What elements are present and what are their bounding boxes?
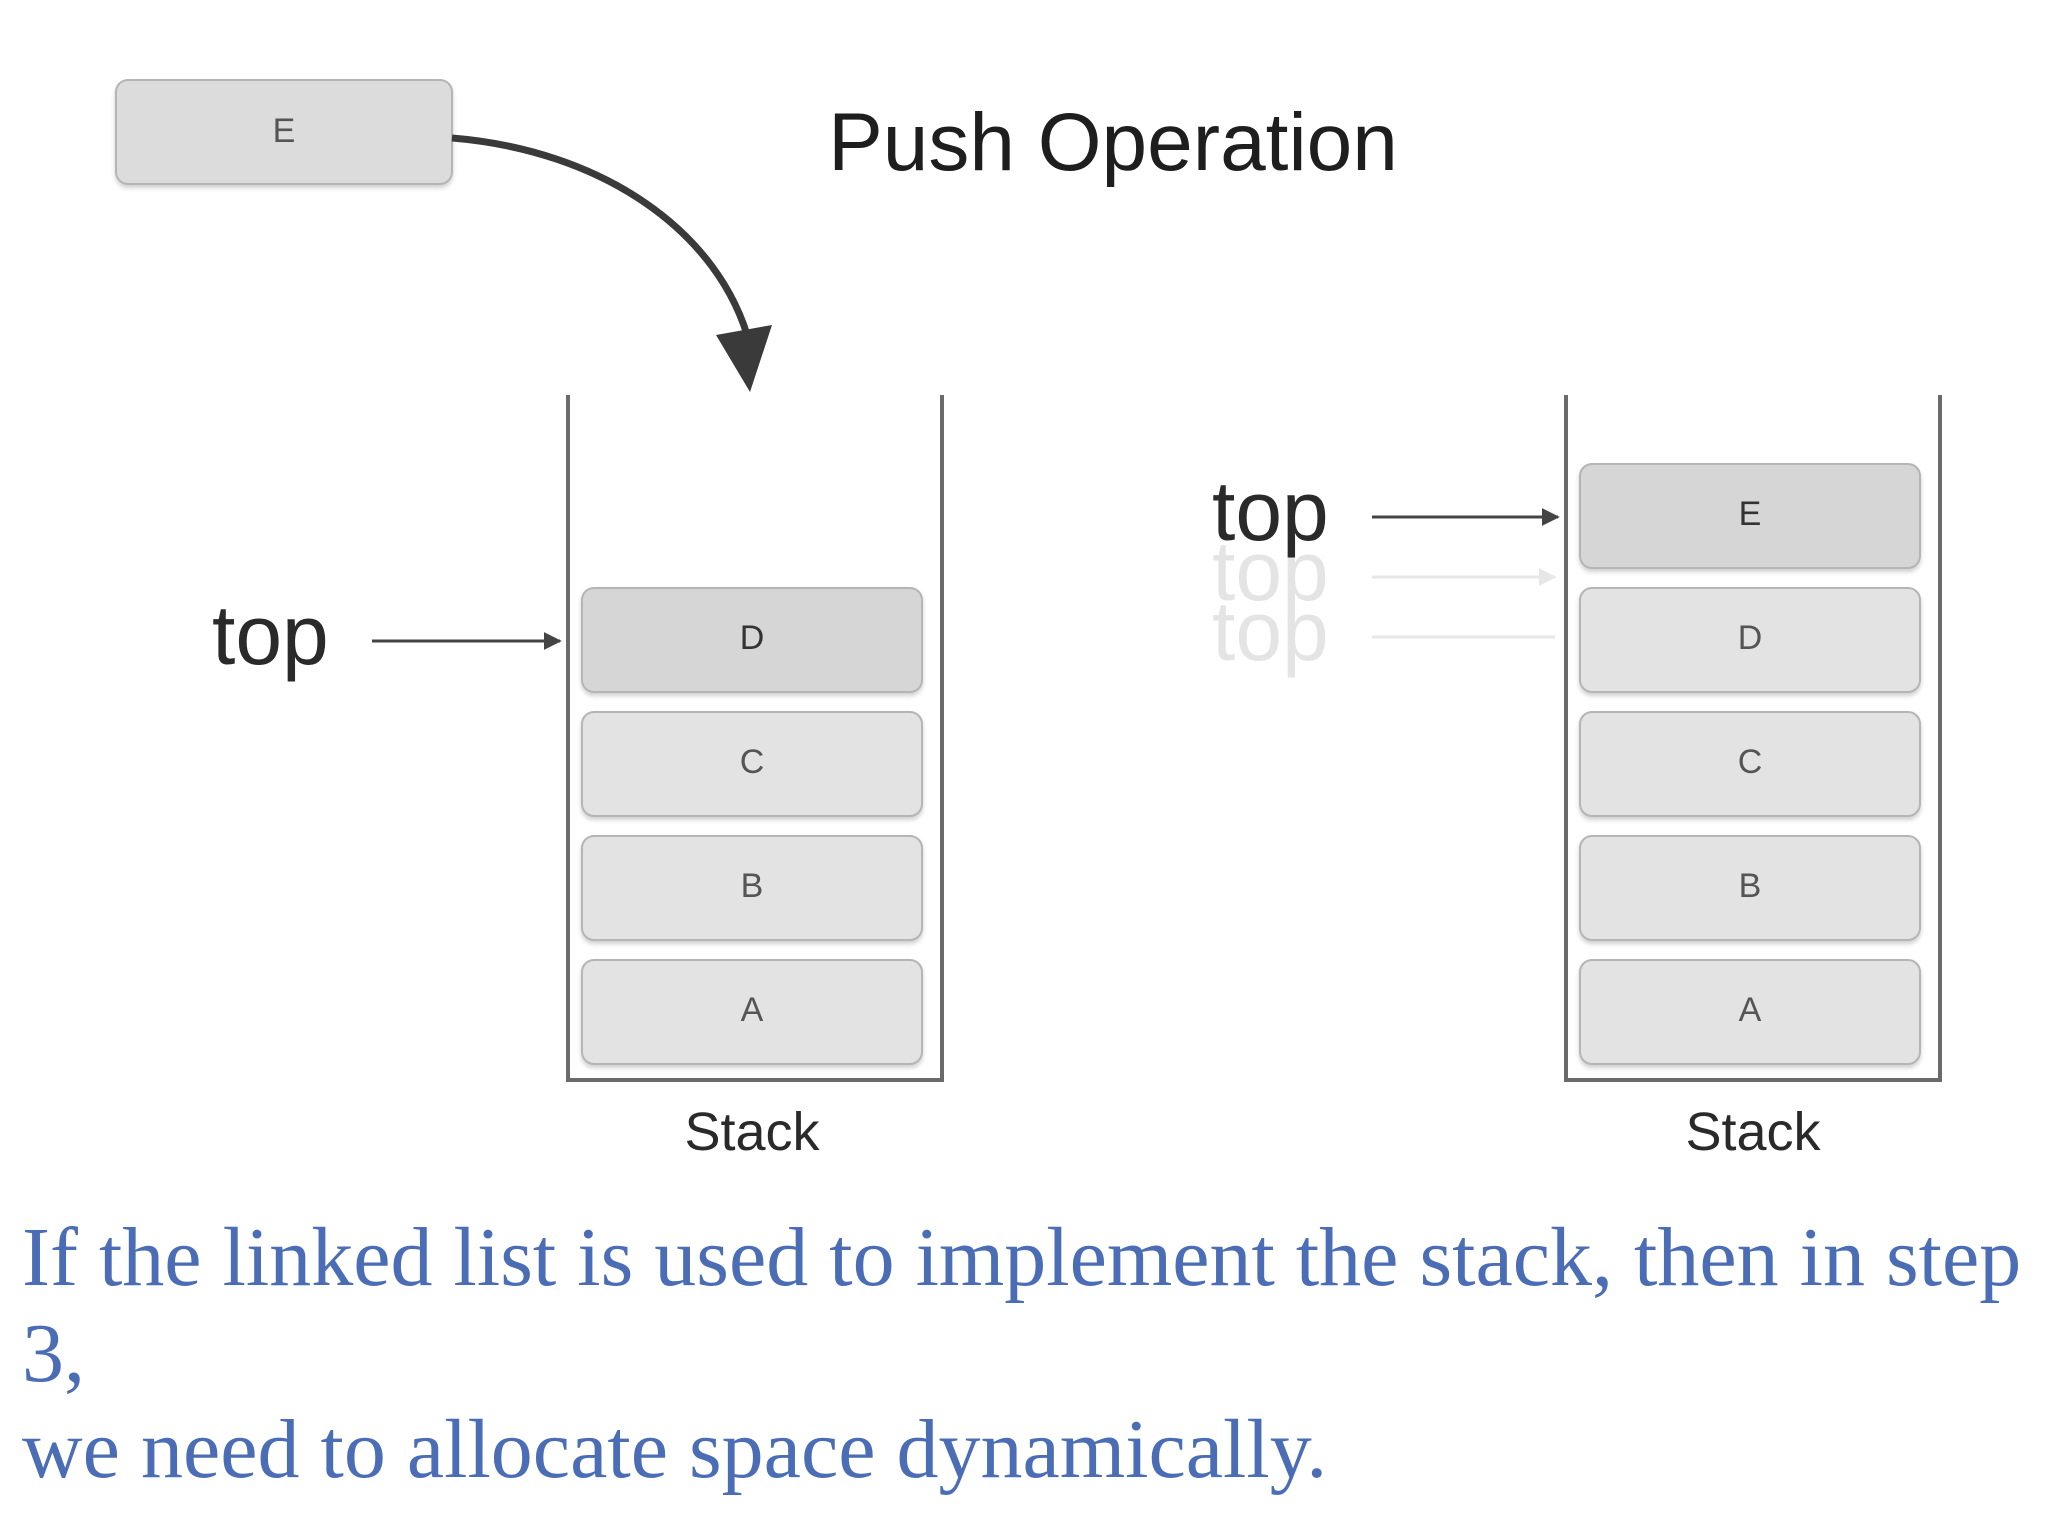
stack-before-cell-label: B — [741, 867, 764, 905]
stack-before-cell-d: D — [581, 587, 923, 693]
stack-after-caption: Stack — [1685, 1102, 1821, 1162]
incoming-element: E — [115, 79, 453, 185]
stack-after-cell-a: A — [1579, 959, 1921, 1065]
caption-line-2: we need to allocate space dynamically. — [22, 1403, 1328, 1496]
top-label-ghost-1: top — [1212, 524, 1329, 618]
stack-after-cell-label: C — [1738, 743, 1763, 781]
incoming-element-label: E — [273, 112, 296, 150]
stack-after: E D C B A Stack — [1564, 395, 1942, 1162]
stack-after-cell-box — [1579, 711, 1921, 817]
stack-before-cell-label: C — [740, 743, 765, 781]
stack-after-container — [1564, 395, 1942, 1082]
stack-after-cell-d: D — [1579, 587, 1921, 693]
stack-after-cell-box — [1579, 835, 1921, 941]
stack-after-cell-label: E — [1739, 495, 1762, 533]
incoming-element-box — [115, 79, 453, 185]
explanation-caption: If the linked list is used to implement … — [22, 1210, 2022, 1498]
top-label-before: top — [212, 588, 329, 682]
stack-before: D C B A Stack — [566, 395, 944, 1162]
stack-before-cell-label: A — [741, 991, 764, 1029]
stack-before-cells: D C B A — [581, 587, 923, 1065]
stack-before-cell-b: B — [581, 835, 923, 941]
stack-after-cell-box — [1579, 959, 1921, 1065]
stack-after-cell-label: A — [1739, 991, 1762, 1029]
stack-after-cell-box — [1579, 587, 1921, 693]
stack-after-cell-label: B — [1739, 867, 1762, 905]
stack-after-cell-e: E — [1579, 463, 1921, 569]
top-pointer-before: top — [212, 588, 562, 682]
stack-after-cell-b: B — [1579, 835, 1921, 941]
stack-before-cell-box — [581, 959, 923, 1065]
stack-before-cell-c: C — [581, 711, 923, 817]
top-label-ghost-2: top — [1212, 584, 1329, 678]
top-pointer-after: top — [1212, 464, 1560, 558]
stack-before-cell-box — [581, 711, 923, 817]
stack-before-cell-a: A — [581, 959, 923, 1065]
push-arrow — [451, 134, 772, 392]
stack-after-cell-label: D — [1738, 619, 1763, 657]
stack-before-caption: Stack — [684, 1102, 820, 1162]
stack-before-cell-label: D — [740, 619, 765, 657]
stack-after-cells: E D C B A — [1579, 463, 1921, 1065]
stack-before-container — [566, 395, 944, 1082]
stack-after-cell-c: C — [1579, 711, 1921, 817]
caption-line-1: If the linked list is used to implement … — [22, 1211, 2022, 1400]
diagram-title: Push Operation — [828, 97, 1398, 188]
top-label-after: top — [1212, 464, 1329, 558]
stack-before-cell-box — [581, 835, 923, 941]
stack-after-cell-box — [1579, 463, 1921, 569]
stack-before-cell-box — [581, 587, 923, 693]
top-pointer-ghost-trail: top top — [1212, 524, 1557, 678]
